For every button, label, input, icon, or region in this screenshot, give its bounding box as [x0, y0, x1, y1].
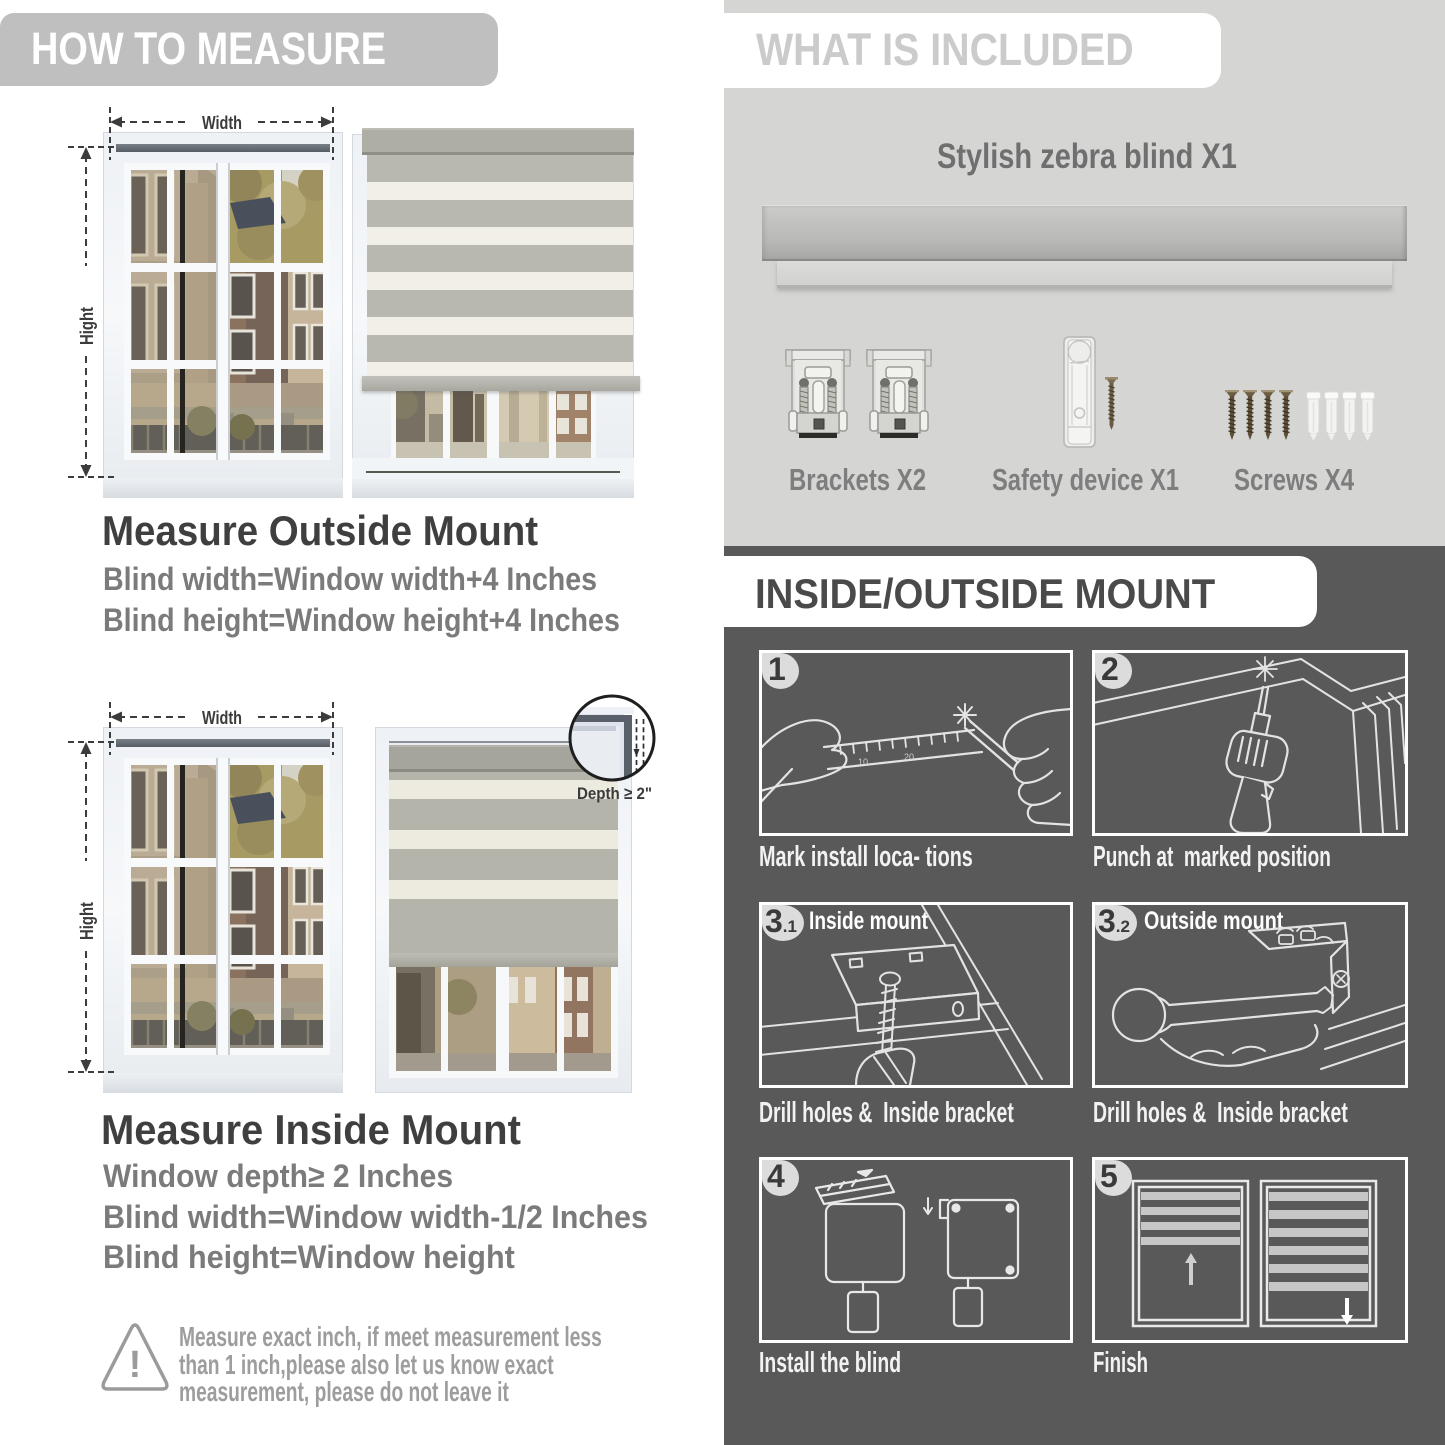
svg-text:10: 10: [858, 757, 868, 767]
svg-text:Width: Width: [202, 708, 242, 728]
svg-text:20: 20: [904, 752, 914, 762]
svg-text:Hight: Hight: [77, 902, 97, 940]
svg-text:Hight: Hight: [77, 307, 97, 345]
svg-text:!: !: [129, 1344, 142, 1386]
svg-text:Width: Width: [202, 113, 242, 133]
